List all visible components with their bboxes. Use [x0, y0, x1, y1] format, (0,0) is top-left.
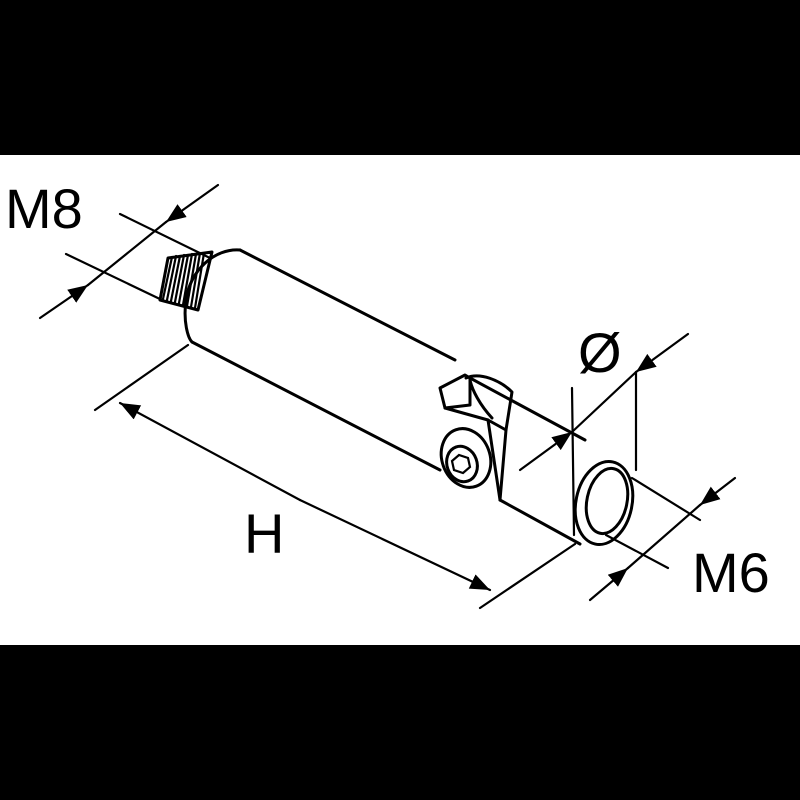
m8-dimension	[38, 183, 220, 320]
h-dimension	[93, 343, 577, 610]
diameter-dimension	[518, 332, 690, 537]
hex-set-screw	[439, 427, 493, 489]
top-black-band	[0, 0, 800, 155]
diameter-label: Ø	[578, 321, 622, 384]
front-bore	[573, 460, 635, 546]
m6-dimension	[588, 476, 737, 602]
cylinder-body	[183, 248, 587, 546]
bottom-black-band	[0, 645, 800, 800]
clamp-slot	[438, 373, 514, 502]
m8-label: M8	[5, 177, 83, 240]
m6-label: M6	[692, 541, 770, 604]
h-label: H	[244, 502, 284, 565]
drawing-panel	[0, 155, 800, 645]
